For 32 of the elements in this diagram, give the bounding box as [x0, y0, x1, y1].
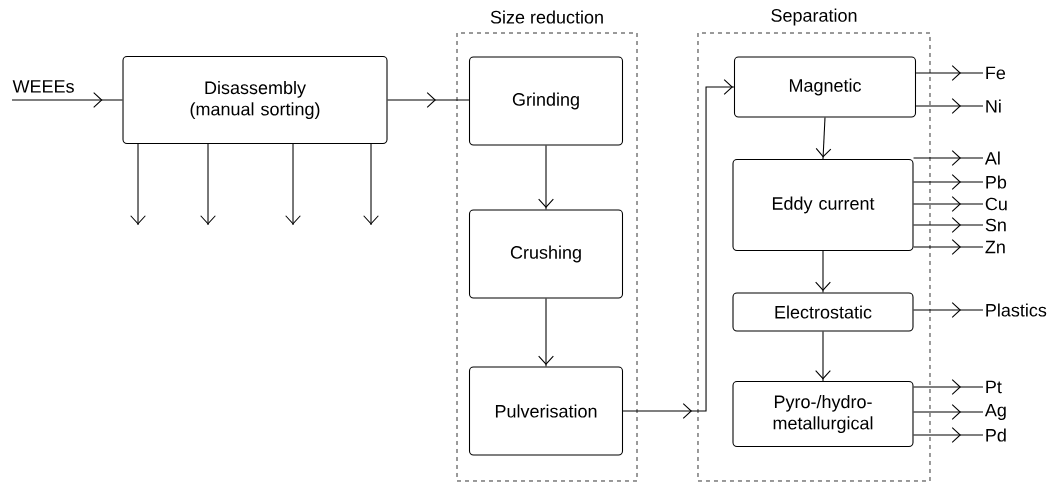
arrow: [815, 117, 832, 160]
arrow: [130, 143, 146, 226]
process-box: Pulverisation: [468, 366, 624, 456]
arrow: [363, 143, 379, 226]
arrow: [538, 298, 554, 367]
arrow: [285, 143, 301, 226]
arrow: [815, 250, 831, 293]
output-label: Ni: [986, 99, 1001, 113]
output-label: Fe: [986, 66, 1006, 80]
output-label: Pt: [986, 380, 1002, 394]
output-label: Pb: [986, 175, 1007, 189]
process-box: Electrostatic: [732, 292, 914, 332]
output-label: Ag: [984, 403, 1006, 421]
output-label: Zn: [985, 240, 1005, 254]
arrow: [815, 331, 831, 382]
output-label: Al: [984, 151, 1000, 165]
process-box: Grinding: [468, 56, 624, 146]
output-label: Sn: [985, 218, 1006, 232]
arrow: [538, 145, 554, 210]
process-box: Disassembly (manual sorting): [122, 55, 388, 145]
process-box: Pyro-/hydro- metallurgical: [732, 380, 914, 448]
group-heading: Size reduction: [490, 10, 603, 24]
output-label: Cu: [985, 197, 1007, 211]
output-label: Plastics: [986, 303, 1047, 317]
group-heading: Separation: [771, 8, 857, 26]
process-box: Magnetic: [733, 56, 917, 118]
process-box: Eddy current: [732, 158, 914, 252]
output-label: Pd: [986, 428, 1006, 442]
arrow: [200, 143, 216, 226]
process-box: Crushing: [468, 209, 624, 299]
arrow: [622, 79, 735, 419]
input-label: WEEEs: [12, 80, 74, 93]
